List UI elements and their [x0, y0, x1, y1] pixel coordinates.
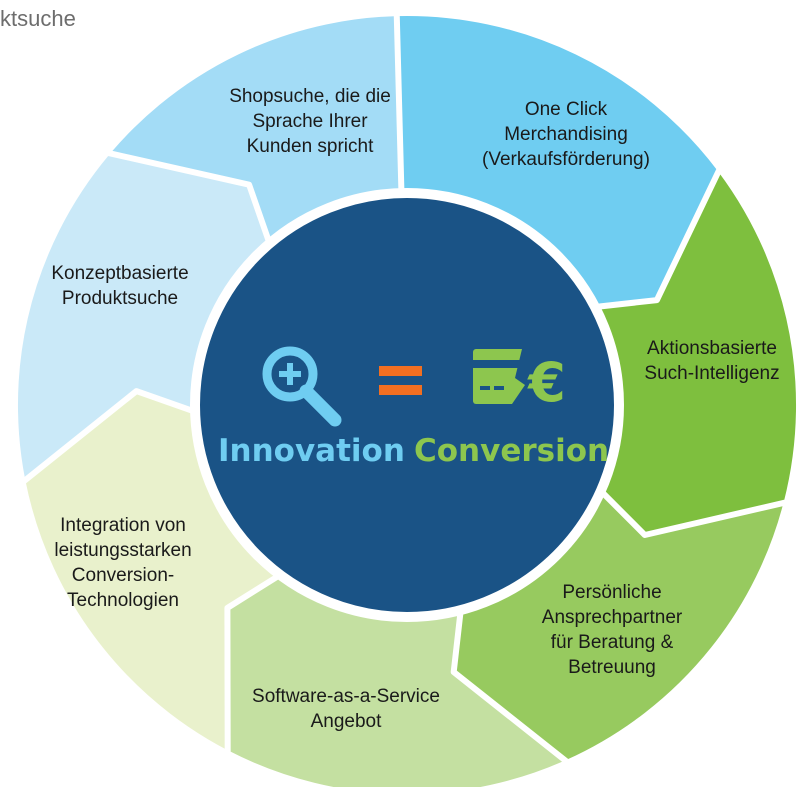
segment-label-persoenliche-ansprechpartner: Persönliche Ansprechpartner für Beratung… [541, 582, 683, 678]
segment-label-integration-conversion-technologien: Integration von leistungsstarken Convers… [54, 515, 192, 611]
magnifier-plus-icon [262, 346, 342, 427]
conversion-label: Conversion [414, 433, 610, 469]
segment-label-konzeptbasierte-produktsuche: Konzeptbasierte Produktsuche [51, 263, 189, 309]
svg-text:€: € [526, 351, 566, 414]
equals-icon [379, 366, 422, 395]
card-euro-icon: € [473, 349, 566, 414]
center-disc [190, 188, 624, 622]
cropped-heading: ktsuche [0, 6, 76, 31]
segment-label-one-click-merchandising: One Click Merchandising (Verkaufsförderu… [482, 99, 650, 170]
segment-label-shopsuche: Shopsuche, die die Sprache Ihrer Kunden … [229, 86, 391, 157]
segment-label-aktionsbasierte-such-intelligenz: Aktionsbasierte Such-Intelligenz [644, 338, 780, 384]
segment-label-software-as-a-service: Software-as-a-Service Angebot [252, 686, 440, 732]
innovation-label: Innovation [218, 433, 405, 469]
